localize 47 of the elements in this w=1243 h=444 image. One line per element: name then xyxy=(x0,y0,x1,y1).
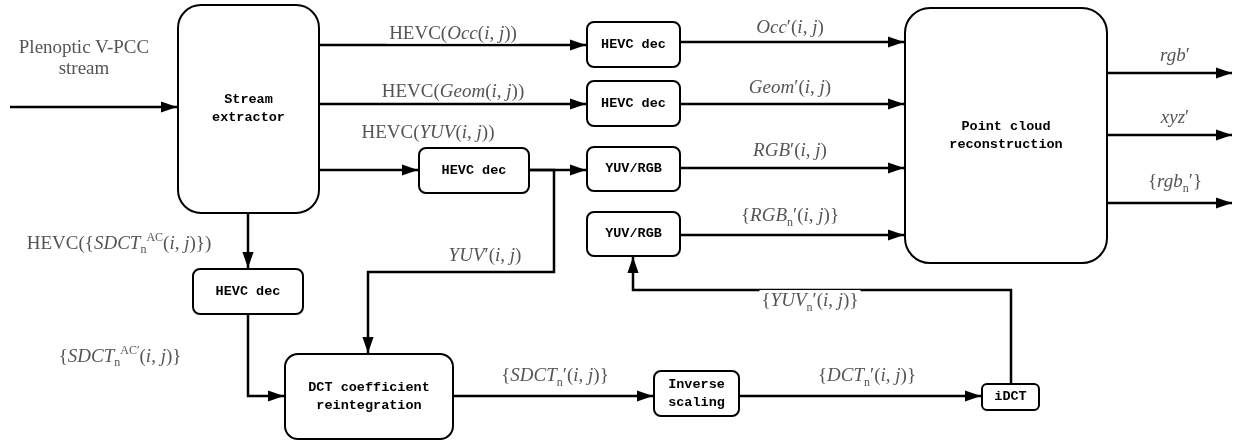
edge-label: {YUV$_{n}$′(i, j)} xyxy=(759,290,861,314)
process-box xyxy=(192,268,304,315)
box-label: HEVC dec xyxy=(215,282,281,301)
process-box xyxy=(586,211,681,257)
arrow xyxy=(740,390,981,402)
box-label: Stream extractor xyxy=(211,91,286,127)
arrow xyxy=(362,168,556,353)
edge-label: HEVC(Geom(i, j)) xyxy=(379,80,527,102)
box-label: YUV/RGB xyxy=(605,225,662,243)
process-box xyxy=(418,147,530,194)
arrow xyxy=(1108,129,1232,141)
arrow xyxy=(454,390,653,402)
arrow xyxy=(681,229,904,241)
process-box xyxy=(177,4,320,214)
box-label: HEVC dec xyxy=(441,161,507,180)
arrow xyxy=(320,39,586,51)
process-box xyxy=(904,7,1108,264)
box-label: Point cloud reconstruction xyxy=(948,117,1064,154)
box-label: iDCT xyxy=(994,388,1027,406)
edge-label: Occ′(i, j) xyxy=(754,16,826,38)
box-label: HEVC dec xyxy=(601,94,666,113)
edge-label: HEVC(Occ(i, j)) xyxy=(387,22,519,44)
arrow xyxy=(681,162,904,174)
process-box xyxy=(284,353,454,440)
process-box xyxy=(586,80,681,127)
arrow xyxy=(242,214,254,268)
box-label: YUV/RGB xyxy=(605,160,662,178)
edge-label: YUV′(i, j) xyxy=(446,244,524,266)
arrow xyxy=(320,164,418,176)
process-box xyxy=(586,21,681,68)
edge-label: Geom′(i, j) xyxy=(746,76,834,98)
arrow xyxy=(627,257,1013,383)
arrow xyxy=(681,36,904,48)
edge-label: RGB′(i, j) xyxy=(751,139,829,161)
arrow xyxy=(1108,67,1232,79)
box-label: Inverse scaling xyxy=(667,375,726,412)
process-box xyxy=(653,370,740,417)
arrow xyxy=(10,101,177,113)
arrow xyxy=(681,98,904,110)
process-box xyxy=(981,383,1040,411)
arrow xyxy=(246,315,284,402)
edge-label: HEVC(YUV(i, j)) xyxy=(359,121,497,143)
process-box xyxy=(586,146,681,192)
box-label: DCT coefficient reintegration xyxy=(307,378,431,415)
arrow xyxy=(1108,197,1232,209)
box-label: HEVC dec xyxy=(601,35,666,54)
arrow xyxy=(320,98,586,110)
